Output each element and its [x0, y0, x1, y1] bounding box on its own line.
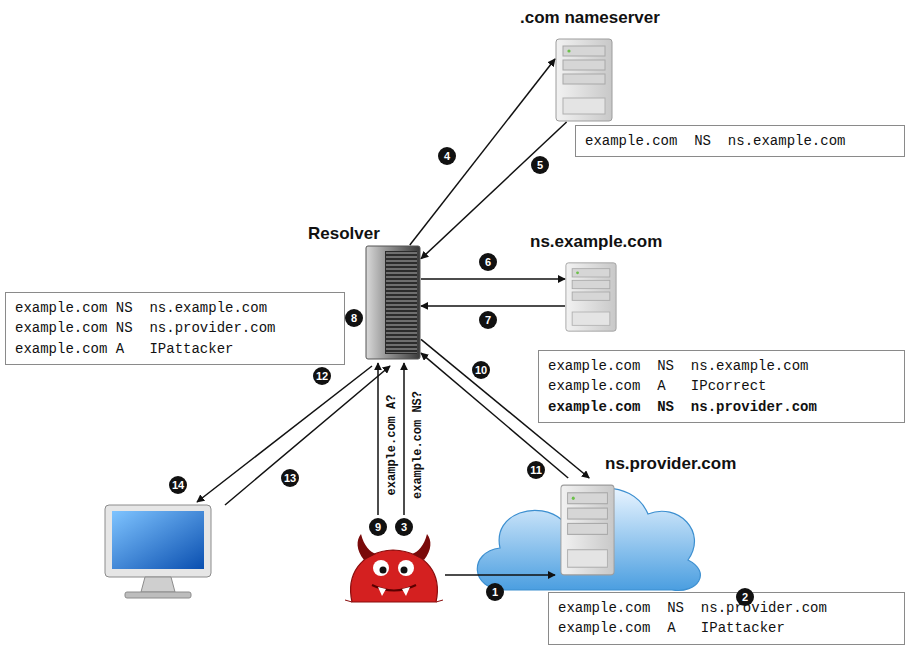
dns-record: example.com NS ns.provider.com	[15, 318, 335, 338]
nameserver-icon: .com nameserver	[555, 38, 613, 122]
record-box: example.com NS ns.example.comexample.com…	[538, 350, 905, 423]
server-title: ns.example.com	[530, 232, 662, 252]
callout-number: 3	[395, 518, 413, 536]
cache-box: example.com NS ns.example.comexample.com…	[5, 292, 345, 365]
record-box: example.com NS ns.provider.comexample.co…	[548, 592, 905, 645]
callout-number: 12	[313, 367, 331, 385]
query-arrow	[421, 305, 565, 307]
nameserver-icon: ns.example.com	[565, 262, 617, 332]
callout-number: 9	[369, 518, 387, 536]
dns-record: example.com NS ns.provider.com	[548, 397, 895, 417]
dns-record: example.com A IPattacker	[558, 618, 895, 638]
callout-number: 7	[479, 311, 497, 329]
dns-record: example.com A IPattacker	[15, 339, 335, 359]
callout-number: 4	[438, 147, 456, 165]
provider-cloud: ns.provider.com	[480, 478, 690, 590]
callout-number: 8	[345, 309, 363, 327]
dns-record: example.com NS ns.example.com	[548, 356, 895, 376]
resolver-icon: Resolver	[365, 245, 421, 360]
callout-number: 14	[169, 476, 187, 494]
callout-number: 5	[531, 156, 549, 174]
server-title: .com nameserver	[520, 8, 660, 28]
server-title: Resolver	[308, 224, 380, 244]
callout-number: 13	[281, 469, 299, 487]
callout-number: 2	[736, 588, 754, 606]
query-arrow	[421, 278, 565, 280]
query-arrow	[410, 59, 555, 245]
dns-record: example.com NS ns.provider.com	[558, 598, 895, 618]
dns-record: example.com NS ns.example.com	[15, 298, 335, 318]
callout-number: 1	[486, 583, 504, 601]
record-box: example.com NS ns.example.com	[575, 125, 905, 157]
callout-number: 6	[479, 253, 497, 271]
callout-number: 10	[472, 361, 490, 379]
dns-record: example.com NS ns.example.com	[585, 131, 895, 151]
server-title: ns.provider.com	[605, 454, 736, 474]
query-label: example.com A?	[385, 395, 399, 496]
dns-record: example.com A IPcorrect	[548, 376, 895, 396]
callout-number: 11	[527, 461, 545, 479]
query-label: example.com NS?	[411, 391, 425, 499]
